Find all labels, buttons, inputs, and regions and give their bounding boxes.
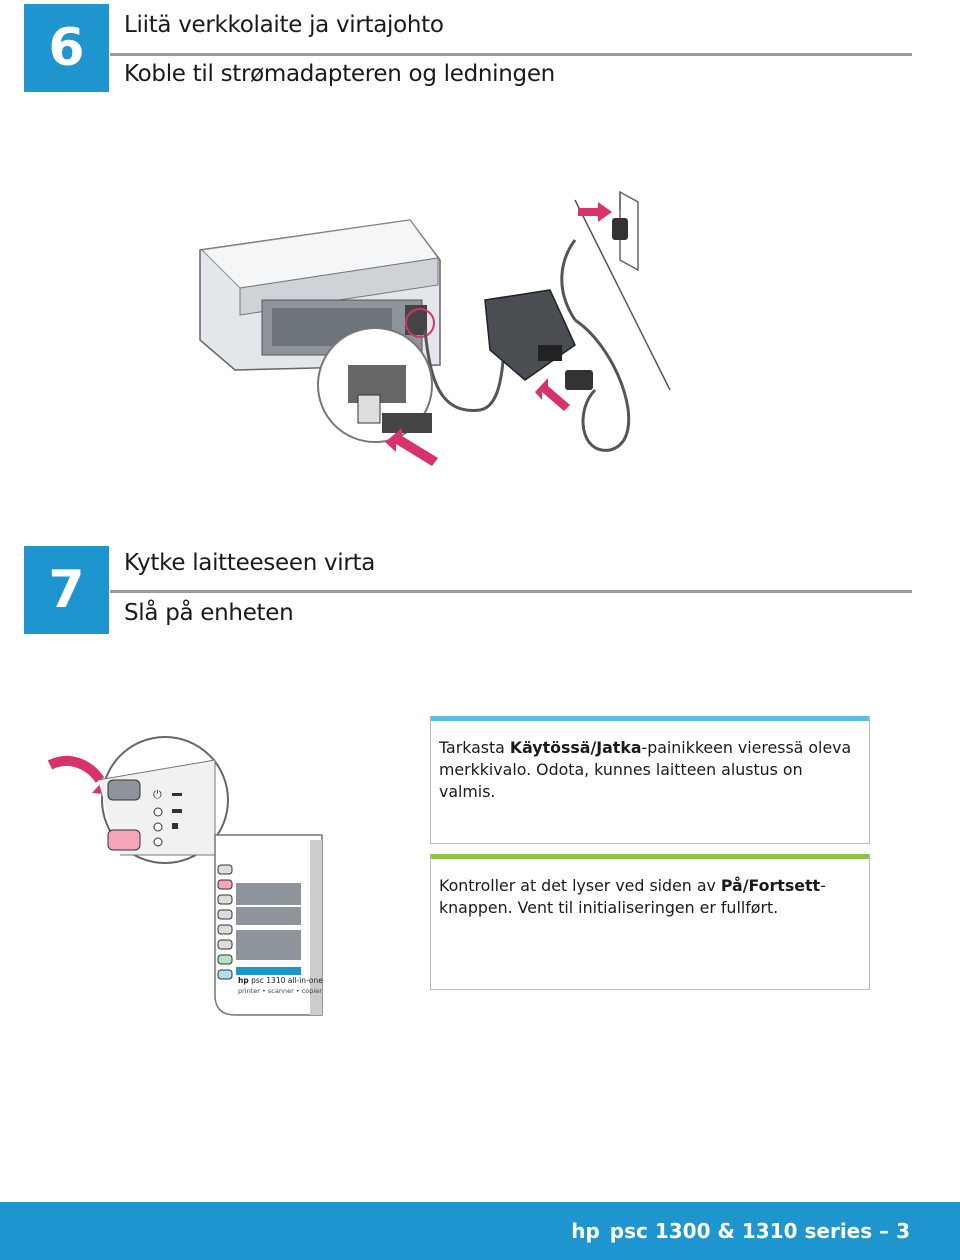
- footer-text: psc 1300 & 1310 series – 3: [609, 1219, 910, 1243]
- step-7-title-fi: Kytke laitteeseen virta: [124, 550, 376, 576]
- step-6-number: 6: [24, 4, 109, 92]
- svg-text:⏻: ⏻: [153, 788, 162, 801]
- step-7-number: 7: [24, 546, 109, 634]
- page-footer: hp psc 1300 & 1310 series – 3: [0, 1202, 960, 1260]
- step-6-title-fi: Liitä verkkolaite ja virtajohto: [124, 12, 444, 38]
- panel-functions-label: printer • scanner • copier: [238, 987, 322, 995]
- info-box-fi-accent: [431, 716, 869, 721]
- info-box-fi-text: Tarkasta Käytössä/Jatka-painikkeen viere…: [439, 738, 852, 801]
- info-box-no-text: Kontroller at det lyser ved siden av På/…: [439, 876, 826, 917]
- panel-model-label: hp psc 1310 all-in-one: [238, 976, 323, 985]
- printer-power-illustration: [199, 190, 671, 466]
- step-7-title-no: Slå på enheten: [124, 600, 294, 626]
- step-6-divider: [110, 53, 912, 56]
- step-7-divider: [110, 590, 912, 593]
- step-6-title-no: Koble til strømadapteren og ledningen: [124, 61, 555, 87]
- footer-brand: hp: [571, 1219, 600, 1243]
- info-box-fi: Tarkasta Käytössä/Jatka-painikkeen viere…: [430, 716, 870, 844]
- info-box-no: Kontroller at det lyser ved siden av På/…: [430, 854, 870, 990]
- info-box-no-accent: [431, 854, 869, 859]
- control-panel-illustration: ⏻: [47, 736, 323, 1016]
